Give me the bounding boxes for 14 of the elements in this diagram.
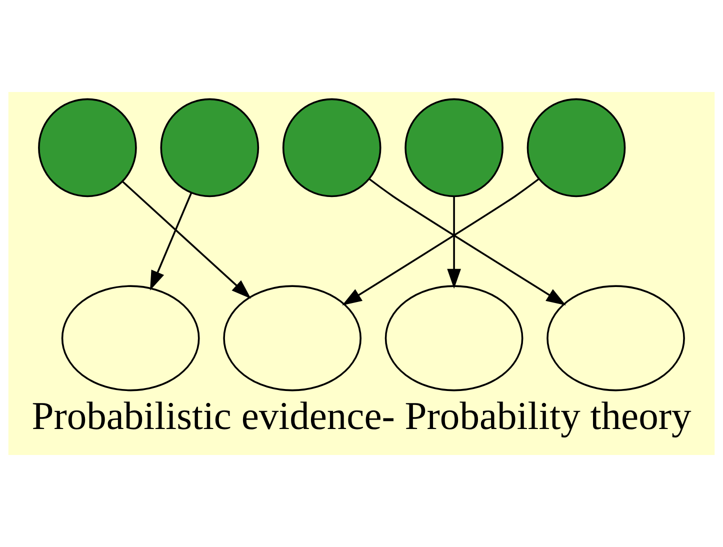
node-circle — [526, 98, 626, 198]
arrow — [369, 178, 566, 306]
node-circle — [160, 98, 260, 198]
node-circle — [282, 98, 382, 198]
node-circle — [404, 98, 504, 198]
arrow — [122, 180, 252, 299]
node-ellipse — [384, 285, 524, 392]
arrow — [150, 192, 192, 291]
arrow — [342, 178, 540, 306]
node-ellipse — [61, 285, 200, 392]
caption: Probabilistic evidence- Probability theory — [32, 394, 692, 438]
node-circle — [38, 98, 137, 198]
node-ellipse — [223, 285, 362, 392]
arrow — [447, 196, 461, 289]
